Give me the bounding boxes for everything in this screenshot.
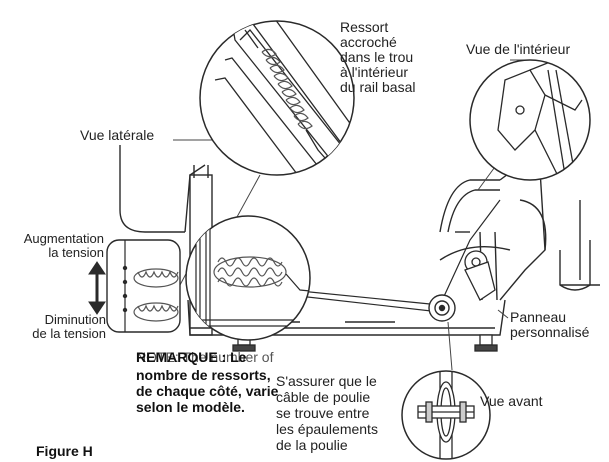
upper-tension-spring (133, 268, 179, 288)
detail-circle-middle (185, 215, 311, 341)
label-custom-panel: Panneau personnalisé (510, 309, 590, 340)
detail-circle-top (199, 20, 355, 176)
pulley-cable (289, 199, 501, 313)
middle-spring (213, 256, 287, 288)
label-interior-view: Vue de l'intérieur (466, 41, 571, 57)
detail-circle-right (469, 59, 591, 181)
pulley-wheel (428, 294, 456, 322)
upper-pulley (464, 250, 496, 301)
label-side-view: Vue latérale (80, 127, 155, 143)
label-increase-tension: Augmentation la tension (23, 231, 104, 260)
label-front-view: Vue avant (480, 393, 543, 409)
label-pulley-note: S'assurer que le câble de poulie se trou… (276, 373, 378, 453)
lower-tension-spring (133, 302, 179, 322)
detail-tension-springs (88, 239, 181, 333)
figure-title: Figure H (36, 443, 93, 459)
note-heading: REMARQUE : Le (136, 349, 247, 365)
top-spring (261, 48, 313, 130)
note-overprint: NOTE: The number of (136, 349, 274, 365)
label-decrease-tension: Diminution de la tension (32, 312, 106, 341)
detail-circle-bottom (401, 370, 491, 460)
note-body: nombre de ressorts, de chaque côté, vari… (136, 367, 279, 415)
tension-adjust-arrow-icon (88, 261, 106, 315)
label-spring-hooked: Ressort accroché dans le trou à l'intéri… (340, 19, 416, 95)
